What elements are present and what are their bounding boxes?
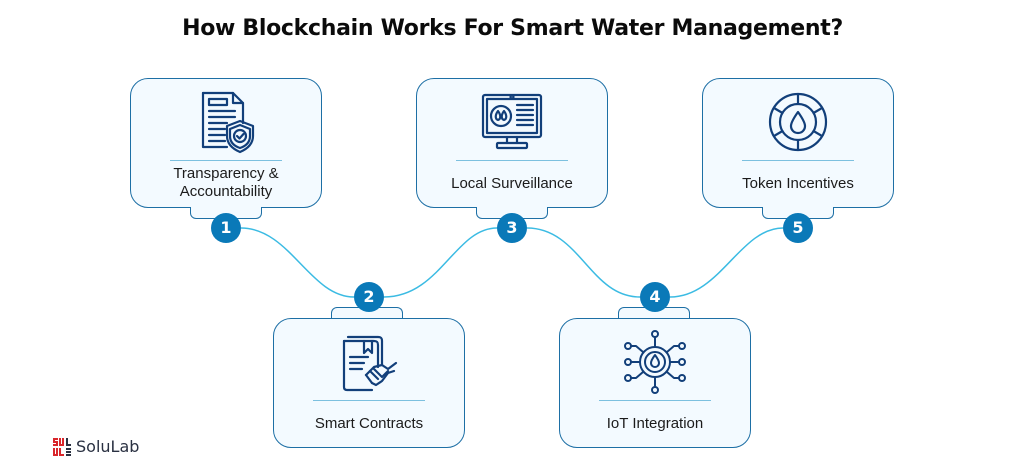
divider (599, 400, 711, 401)
step-number-3: 3 (497, 213, 527, 243)
step-label: Transparency & Accountability (173, 165, 279, 200)
solulab-logo-icon (53, 437, 71, 456)
step-label: Smart Contracts (314, 415, 424, 432)
step-number-2: 2 (354, 282, 384, 312)
divider (313, 400, 425, 401)
divider (170, 160, 282, 161)
divider (742, 160, 854, 161)
token-water-icon (768, 92, 828, 152)
step-number-4: 4 (640, 282, 670, 312)
step-number-5: 5 (783, 213, 813, 243)
step-number-1: 1 (211, 213, 241, 243)
logo-text: SoluLab (76, 437, 140, 456)
page-title: How Blockchain Works For Smart Water Man… (182, 16, 843, 41)
step-label: IoT Integration (606, 415, 704, 432)
contract-handshake-icon (342, 335, 398, 392)
step-card-2: Smart Contracts (273, 318, 465, 448)
monitor-water-icon (481, 93, 543, 150)
iot-gear-water-icon (624, 330, 686, 394)
step-label: Local Surveillance (451, 175, 573, 192)
step-card-1: Transparency & Accountability (130, 78, 322, 208)
step-card-5: Token Incentives (702, 78, 894, 208)
document-shield-icon (201, 91, 255, 154)
step-label: Token Incentives (742, 175, 854, 192)
solulab-logo: SoluLab (53, 437, 139, 456)
divider (456, 160, 568, 161)
step-card-4: IoT Integration (559, 318, 751, 448)
step-card-3: Local Surveillance (416, 78, 608, 208)
